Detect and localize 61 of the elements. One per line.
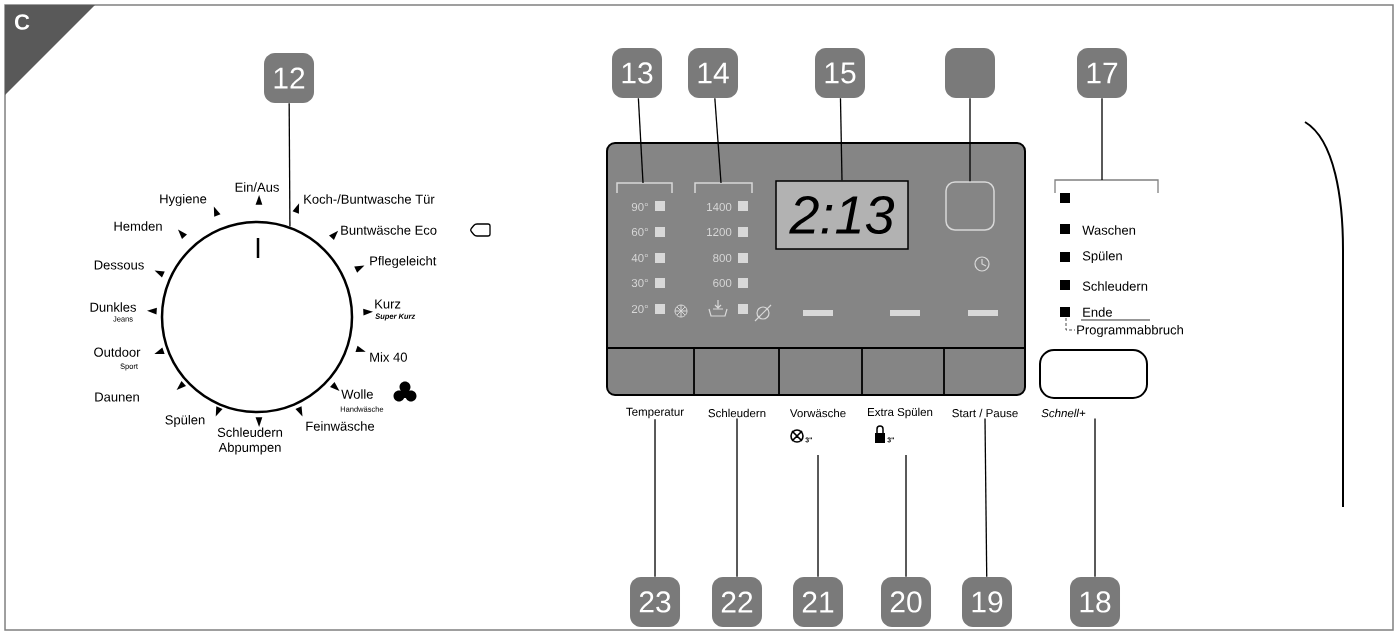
button-label: Start / Pause (952, 408, 1018, 418)
callout-number: 22 (712, 577, 762, 627)
callout-number: 13 (612, 48, 662, 98)
phase-label: Waschen (1082, 225, 1136, 235)
program-label: Mix 40 (370, 352, 407, 362)
indicator-label: 60° (631, 227, 648, 237)
time-display: 2:13 (775, 180, 909, 250)
callout-number: 18 (1070, 577, 1120, 627)
leader-line (905, 454, 907, 578)
program-label: Outdoor (94, 347, 141, 357)
indicator-label: 1400 (707, 202, 732, 212)
program-label: Ein/Aus (235, 182, 279, 192)
panel-letter: C (15, 14, 30, 30)
callout-number: 15 (815, 48, 865, 98)
indicator-label: 30° (631, 278, 648, 288)
program-label: Feinwäsche (306, 421, 375, 431)
program-label: Hygiene (160, 193, 207, 207)
indicator-label: 20° (631, 304, 648, 314)
indicator-label: 40° (631, 253, 648, 263)
phase-label: Spülen (1082, 250, 1122, 264)
leader-line (984, 417, 988, 578)
callout-number (945, 48, 995, 98)
leader-line (736, 417, 738, 578)
indicator-label: 800 (713, 253, 732, 263)
leader-line (839, 97, 843, 181)
leader-line (288, 102, 291, 228)
phase-label: Programmabbruch (1077, 324, 1183, 338)
program-label: Kurz (375, 299, 401, 309)
leader-line (637, 97, 644, 184)
callout-number: 12 (264, 53, 314, 103)
program-label: Wolle (341, 389, 373, 399)
program-label: Pflegeleicht (370, 255, 437, 269)
leader-line (714, 97, 722, 184)
callout-number: 19 (962, 577, 1012, 627)
indicator-label: 90° (631, 202, 648, 212)
leader-line (1101, 97, 1103, 181)
phase-label: Schleudern (1082, 281, 1148, 291)
leader-line (817, 454, 819, 578)
leader-line (969, 97, 971, 182)
program-label: Koch-/Buntwasche Tür (304, 194, 435, 204)
callout-number: 14 (688, 48, 738, 98)
indicator-label: 1200 (707, 227, 732, 237)
indicator-label: 600 (713, 278, 732, 288)
callout-number: 21 (793, 577, 843, 627)
leader-line (1094, 417, 1096, 578)
button-label: Schnell+ (1041, 408, 1086, 418)
program-label: Schleudern Abpumpen (217, 427, 283, 455)
leader-line (654, 418, 656, 578)
program-label: Buntwäsche Eco (341, 225, 437, 235)
button-label: Vorwäsche (789, 408, 846, 418)
callout-number: 23 (630, 577, 680, 627)
program-label: Dessous (94, 260, 144, 270)
button-label: Temperatur (626, 407, 684, 419)
callout-number: 17 (1077, 48, 1127, 98)
button-label: Extra Spülen (868, 407, 933, 419)
callout-number: 20 (881, 577, 931, 627)
program-label: Dunkles (90, 302, 136, 312)
program-label: Daunen (95, 392, 139, 402)
button-label: Schleudern (708, 408, 766, 418)
touch-button (945, 181, 995, 231)
phase-label: Ende (1083, 307, 1112, 317)
